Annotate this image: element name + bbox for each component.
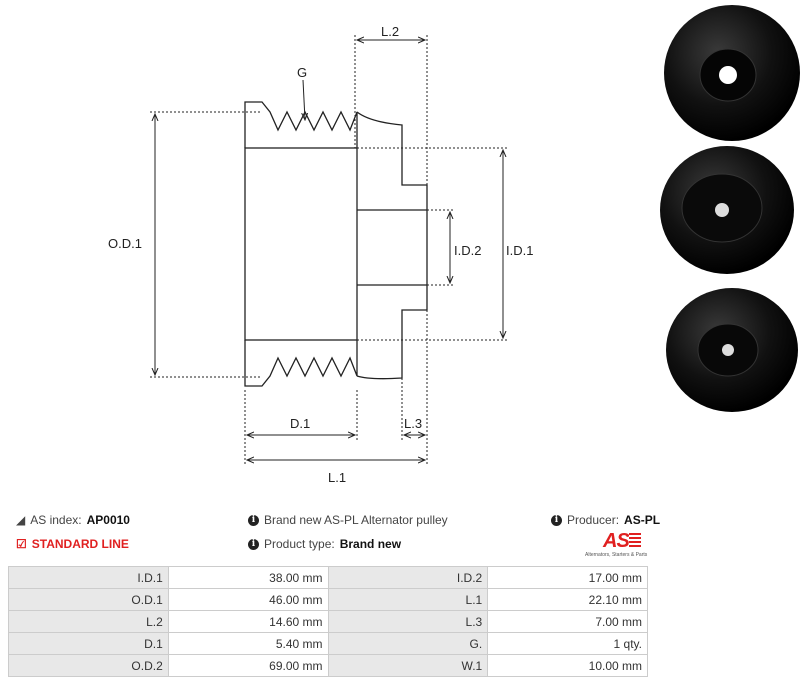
spec-label: D.1: [8, 632, 169, 655]
logo-mark: AS: [603, 530, 630, 552]
pulley-photo-front: [664, 5, 800, 141]
spec-value: 38.00 mm: [167, 566, 329, 589]
label-d1: D.1: [290, 416, 310, 431]
producer: i Producer: AS-PL: [551, 513, 660, 527]
as-index: ◢ AS index: AP0010: [16, 513, 130, 527]
label-l2: L.2: [381, 24, 399, 39]
spec-value: 7.00 mm: [487, 610, 648, 633]
logo-tagline: Alternators, Starters & Parts: [585, 552, 648, 558]
pulley-technical-drawing: G O.D.1 I.D.1 I.D.2 L.2 D.1 L.3 L.1: [108, 5, 800, 485]
label-od1: O.D.1: [108, 236, 142, 251]
description: i Brand new AS-PL Alternator pulley: [248, 513, 448, 527]
spec-label: L.3: [327, 610, 489, 633]
producer-label: Producer:: [567, 513, 620, 527]
label-g: G: [297, 65, 307, 80]
checkbox-icon: ☑: [16, 537, 27, 551]
spec-value: 17.00 mm: [487, 566, 648, 589]
standard-line-label: STANDARD LINE: [31, 537, 129, 551]
label-l3: L.3: [404, 416, 422, 431]
spec-value: 1 qty.: [487, 632, 648, 655]
product-type-label: Product type:: [264, 537, 335, 551]
producer-value: AS-PL: [624, 513, 661, 527]
standard-line: ☑ STANDARD LINE: [16, 537, 129, 551]
spec-label: L.1: [327, 588, 489, 611]
label-id1: I.D.1: [506, 243, 533, 258]
spec-value: 5.40 mm: [167, 632, 329, 655]
spec-value: 69.00 mm: [167, 654, 329, 677]
spec-label: G.: [327, 632, 489, 655]
spec-value: 22.10 mm: [487, 588, 648, 611]
label-l1: L.1: [328, 470, 346, 485]
label-id2: I.D.2: [454, 243, 481, 258]
spec-label: O.D.1: [8, 588, 169, 611]
spec-label: I.D.1: [8, 566, 169, 589]
as-index-label: AS index:: [30, 513, 82, 527]
info-icon: i: [551, 514, 562, 526]
spec-label: W.1: [327, 654, 489, 677]
as-pl-logo: AS Alternators, Starters & Parts: [585, 530, 651, 560]
as-index-value: AP0010: [86, 513, 130, 527]
product-type: i Product type: Brand new: [248, 537, 401, 551]
pulley-photo-back: [666, 288, 798, 412]
tags-icon: ◢: [16, 513, 26, 527]
spec-label: O.D.2: [8, 654, 169, 677]
spec-value: 46.00 mm: [167, 588, 329, 611]
logo-stripes: [629, 533, 641, 549]
product-type-value: Brand new: [339, 537, 402, 551]
spec-value: 14.60 mm: [167, 610, 329, 633]
spec-value: 10.00 mm: [487, 654, 648, 677]
pulley-photo-angle: [660, 146, 794, 274]
description-text: Brand new AS-PL Alternator pulley: [264, 513, 448, 527]
spec-label: I.D.2: [327, 566, 489, 589]
info-icon: i: [248, 538, 259, 550]
info-icon: i: [248, 514, 259, 526]
spec-label: L.2: [8, 610, 169, 633]
